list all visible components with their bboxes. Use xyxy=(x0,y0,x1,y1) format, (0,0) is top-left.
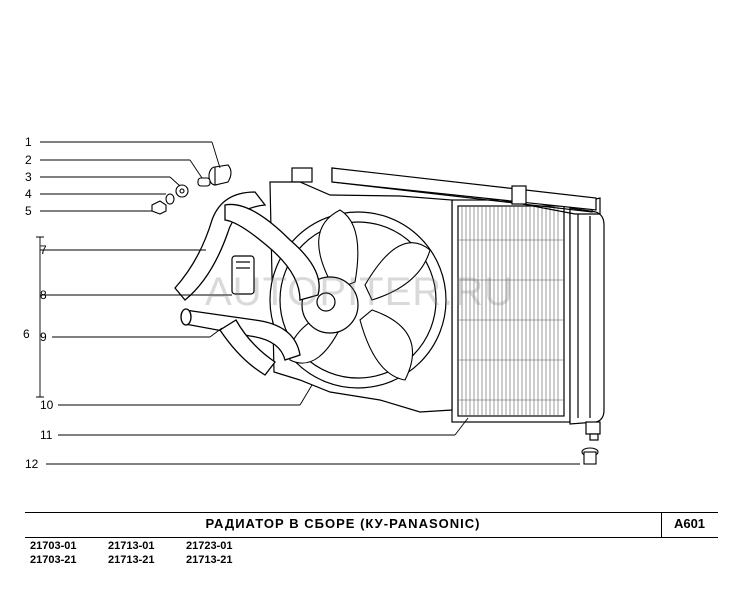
callout-7: 7 xyxy=(40,243,47,257)
title-block: РАДИАТОР В СБОРЕ (КУ-PANASONIC) А601 xyxy=(25,512,718,538)
model-code: 21713-01 xyxy=(108,540,155,552)
callout-6: 6 xyxy=(23,327,30,341)
callout-4: 4 xyxy=(25,187,32,201)
model-code: 21723-01 xyxy=(186,540,233,552)
watermark-text: AUTOPITER.RU xyxy=(205,270,515,314)
nut-part xyxy=(151,200,167,215)
radiator-side-tank xyxy=(569,207,605,441)
coolant-hoses xyxy=(174,191,320,376)
radiator-core xyxy=(451,199,571,423)
model-code: 21703-01 xyxy=(30,540,77,552)
radiator-fins xyxy=(458,206,564,416)
washer-part xyxy=(175,184,189,198)
diagram-title: РАДИАТОР В СБОРЕ (КУ-PANASONIC) xyxy=(205,516,481,531)
leader-lines xyxy=(36,141,580,465)
callout-3: 3 xyxy=(25,170,32,184)
radiator-assembly-drawing xyxy=(36,141,605,465)
callout-11: 11 xyxy=(40,428,53,442)
model-code: 21703-21 xyxy=(30,554,77,566)
title-divider xyxy=(661,513,662,537)
fan-connector xyxy=(231,255,255,295)
callout-9: 9 xyxy=(40,330,47,344)
model-code: 21713-21 xyxy=(108,554,155,566)
callout-1: 1 xyxy=(25,135,32,149)
sleeve-part xyxy=(197,177,211,187)
radiator-top-rail xyxy=(291,167,601,215)
callout-5: 5 xyxy=(25,204,32,218)
model-code: 21713-21 xyxy=(186,554,233,566)
callout-8: 8 xyxy=(40,288,47,302)
drain-plug xyxy=(581,447,599,465)
diagram-code: А601 xyxy=(673,516,706,531)
callout-2: 2 xyxy=(25,153,32,167)
callout-12: 12 xyxy=(25,457,39,471)
callout-10: 10 xyxy=(40,398,54,412)
lock-washer-part xyxy=(165,193,175,205)
bushing-part xyxy=(208,164,232,186)
